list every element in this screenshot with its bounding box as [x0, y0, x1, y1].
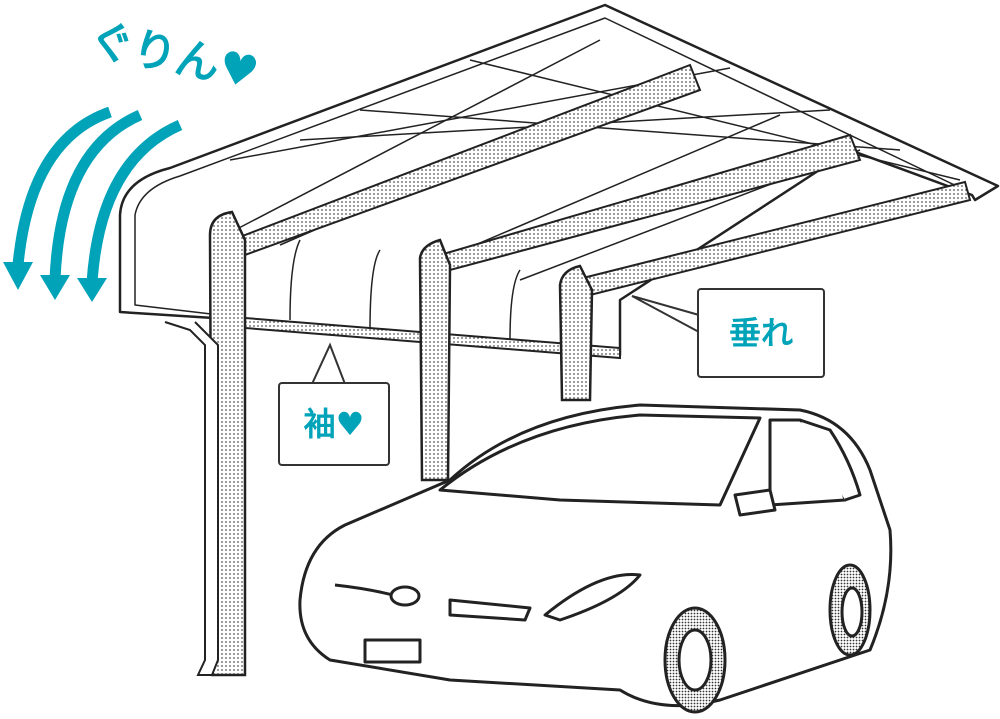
curved-arrow-icon — [12, 106, 183, 284]
sleeve-speech-bubble: 袖♥ — [278, 382, 390, 466]
sleeve-label: 袖♥ — [303, 405, 365, 443]
sag-label: 垂れ — [728, 314, 793, 352]
car — [298, 403, 893, 714]
bubble-pointers — [311, 295, 700, 385]
sag-speech-bubble: 垂れ — [697, 288, 825, 378]
arrowheads — [3, 262, 107, 302]
downspout — [164, 321, 219, 676]
carport-roof — [118, 3, 1000, 357]
